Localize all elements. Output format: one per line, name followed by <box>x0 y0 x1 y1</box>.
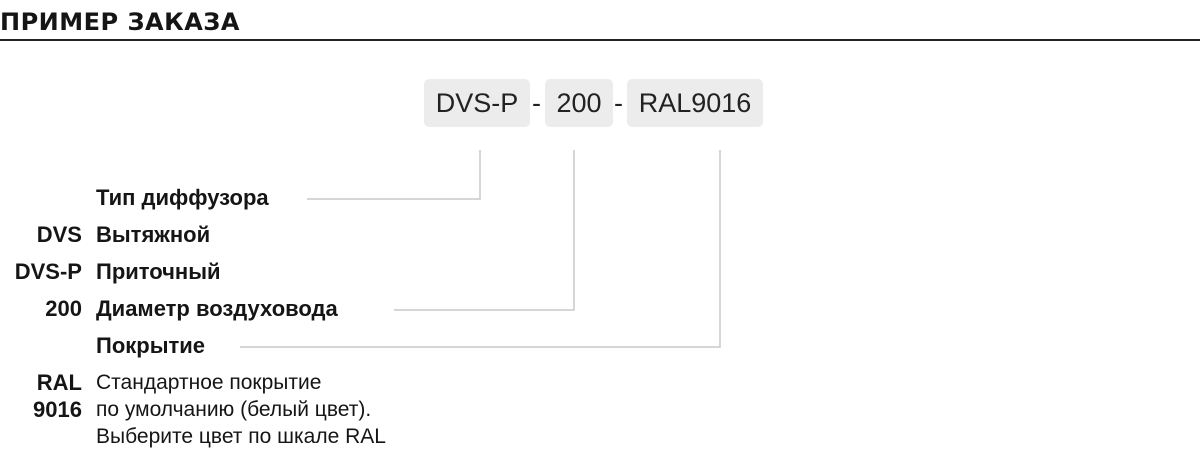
dvs-code: DVS <box>36 222 82 247</box>
code-separator: - <box>532 88 541 118</box>
dvsp-desc: Приточный <box>96 259 221 284</box>
connector-coating <box>240 150 721 348</box>
dvsp-code: DVS-P <box>14 259 82 284</box>
code-part-coating: RAL9016 <box>627 79 763 127</box>
code-part-type: DVS-P <box>424 79 530 127</box>
dvs-desc: Вытяжной <box>96 222 211 247</box>
code-part-diameter: 200 <box>545 79 613 127</box>
diameter-desc: Диаметр воздуховода <box>96 296 338 321</box>
code-separator: - <box>614 88 623 118</box>
connector-diameter <box>394 150 575 311</box>
page-title: ПРИМЕР ЗАКАЗА <box>0 8 240 36</box>
type-title: Тип диффузора <box>96 185 269 210</box>
diameter-code: 200 <box>45 296 82 321</box>
ral-note-line3: Выберите цвет по шкале RAL <box>96 425 386 448</box>
ral-code-line1: RAL <box>36 370 82 395</box>
ral-note-line2: по умолчанию (белый цвет). <box>96 398 372 421</box>
coating-title: Покрытие <box>96 333 206 358</box>
connector-type <box>307 150 481 200</box>
header-divider <box>0 39 1200 41</box>
ral-code-line2: 9016 <box>33 397 82 422</box>
ral-note-line1: Стандартное покрытие <box>96 371 322 394</box>
